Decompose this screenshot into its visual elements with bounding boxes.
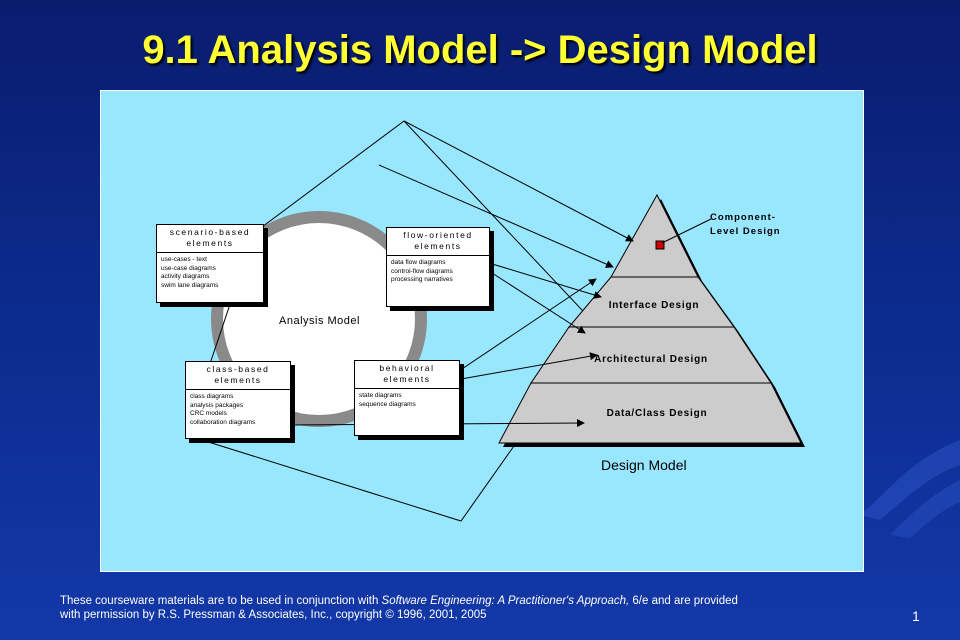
- box-header: scenario-based elements: [157, 225, 263, 253]
- list-item: control-flow diagrams: [391, 267, 453, 275]
- arrow-to-architectural-2: [460, 352, 598, 380]
- arrow-to-component: [403, 120, 634, 242]
- component-marker: [655, 240, 665, 250]
- component-level-design-label: Component- Level Design: [710, 211, 781, 239]
- footer-text-2: 6/e and are provided: [629, 595, 738, 607]
- footer-line2: with permission by R.S. Pressman & Assoc…: [60, 609, 487, 621]
- slide-title: 9.1 Analysis Model -> Design Model: [142, 28, 818, 72]
- box-header: flow-oriented elements: [387, 228, 489, 256]
- arrow-to-architectural-1: [488, 270, 586, 334]
- box-title: flow-oriented: [403, 230, 473, 240]
- box-header: behavioral elements: [355, 361, 459, 389]
- box-subtitle: elements: [414, 241, 462, 251]
- box-subtitle: elements: [186, 238, 234, 248]
- diagram-panel: Analysis Model scenario-based elements u…: [100, 90, 864, 572]
- pyramid-tier-data-class: [498, 382, 802, 444]
- class-based-elements-box: class-based elements class diagrams anal…: [185, 361, 291, 439]
- copyright-footer: These courseware materials are to be use…: [60, 594, 860, 622]
- list-item: class diagrams: [190, 393, 234, 400]
- list-item: state diagrams: [359, 392, 402, 399]
- footer-text: These courseware materials are to be use…: [60, 595, 382, 607]
- analysis-pentagon: [185, 120, 599, 522]
- box-title: scenario-based: [169, 227, 251, 237]
- scenario-based-elements-box: scenario-based elements use-cases - text…: [156, 224, 264, 303]
- box-subtitle: elements: [383, 374, 431, 384]
- diagram-canvas: [185, 120, 805, 522]
- box-subtitle: elements: [214, 375, 262, 385]
- component-label-line1: Component-: [710, 212, 776, 223]
- list-item: data flow diagrams: [391, 259, 446, 266]
- arrow-from-behavioral: [452, 278, 597, 376]
- box-title: behavioral: [379, 363, 435, 373]
- box-header: class-based elements: [186, 362, 290, 390]
- behavioral-elements-box: behavioral elements state diagrams seque…: [354, 360, 460, 436]
- decorative-swoosh: [860, 440, 960, 538]
- list-item: analysis packages: [190, 401, 244, 409]
- list-item: swim lane diagrams: [161, 281, 219, 289]
- slide-number: 1: [912, 608, 920, 624]
- component-label-line2: Level Design: [710, 226, 781, 237]
- list-item: processing narratives: [391, 276, 453, 283]
- interface-design-label: Interface Design: [608, 300, 700, 311]
- list-item: activity diagrams: [161, 273, 210, 280]
- architectural-design-label: Architectural Design: [594, 354, 708, 365]
- arrow-to-interface-1: [378, 164, 614, 268]
- box-title: class-based: [206, 364, 270, 374]
- list-item: use-cases - text: [161, 256, 207, 263]
- arrow-to-interface-2: [488, 262, 602, 299]
- analysis-model-label: Analysis Model: [279, 315, 360, 327]
- footer-book-title: Software Engineering: A Practitioner's A…: [381, 595, 630, 607]
- design-model-label: Design Model: [601, 457, 687, 473]
- list-item: sequence diagrams: [359, 400, 416, 408]
- component-leader-line: [661, 218, 712, 244]
- flow-oriented-elements-box: flow-oriented elements data flow diagram…: [386, 227, 490, 307]
- list-item: collaboration diagrams: [190, 418, 256, 426]
- data-class-design-label: Data/Class Design: [606, 408, 708, 419]
- list-item: use-case diagrams: [161, 264, 216, 272]
- list-item: CRC models: [190, 410, 227, 417]
